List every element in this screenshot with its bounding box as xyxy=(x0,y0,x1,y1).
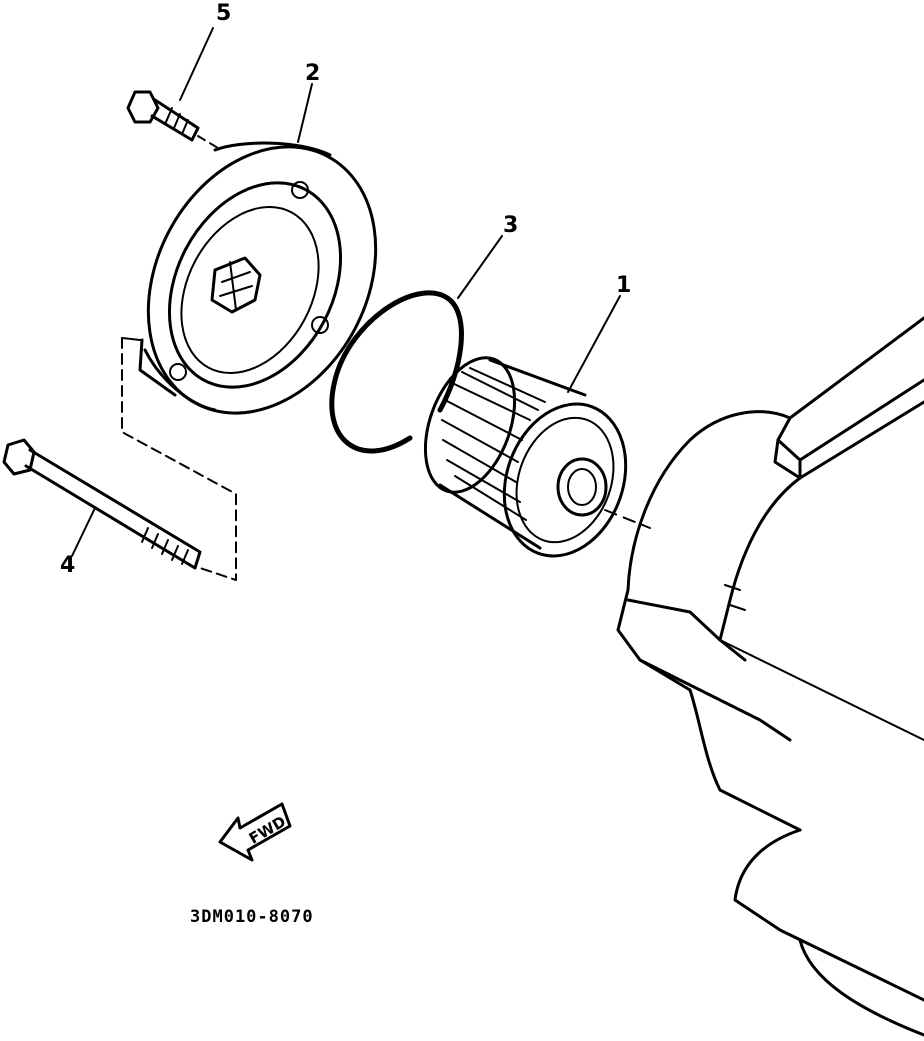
filter-cover xyxy=(138,141,378,415)
crankcase-outline xyxy=(616,316,924,1037)
part-code: 3DM010-8070 xyxy=(190,907,314,927)
filter-element xyxy=(423,356,628,558)
callout-5: 5 xyxy=(216,1,231,26)
short-bolt xyxy=(126,90,219,149)
callout-1: 1 xyxy=(616,273,631,298)
fwd-arrow-icon: FWD xyxy=(218,802,292,862)
leader-lines xyxy=(71,27,621,557)
callout-4: 4 xyxy=(60,553,75,578)
callout-2: 2 xyxy=(305,61,320,86)
fwd-label: FWD xyxy=(246,812,289,847)
callout-3: 3 xyxy=(503,213,518,238)
long-bolt xyxy=(2,438,202,570)
o-ring xyxy=(329,290,464,454)
assembly-guide-lines xyxy=(121,337,651,581)
